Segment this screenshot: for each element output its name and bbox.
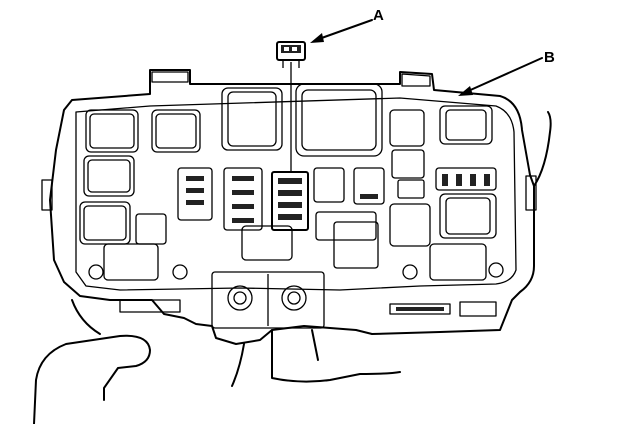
callout-a-leader: [315, 19, 373, 41]
fuse-rows: [177, 167, 385, 269]
callout-b: B: [458, 49, 555, 96]
callout-a: A: [310, 7, 384, 43]
relays-right: [389, 105, 504, 281]
wire-harness: [231, 329, 401, 387]
callout-a-label: A: [373, 7, 384, 24]
bottom-rails: [119, 299, 497, 317]
fuse-box-housing: [41, 69, 537, 345]
callout-a-arrowhead: [310, 33, 324, 43]
terminal-block: [211, 271, 325, 329]
relays-left: [79, 109, 201, 281]
hand-illustration: [33, 299, 151, 424]
side-cable: [533, 111, 552, 187]
callout-b-arrowhead: [458, 86, 473, 96]
removed-fuse: [276, 41, 306, 176]
callout-b-label: B: [544, 49, 555, 66]
callout-b-leader: [465, 57, 543, 93]
relays-center: [221, 83, 383, 157]
